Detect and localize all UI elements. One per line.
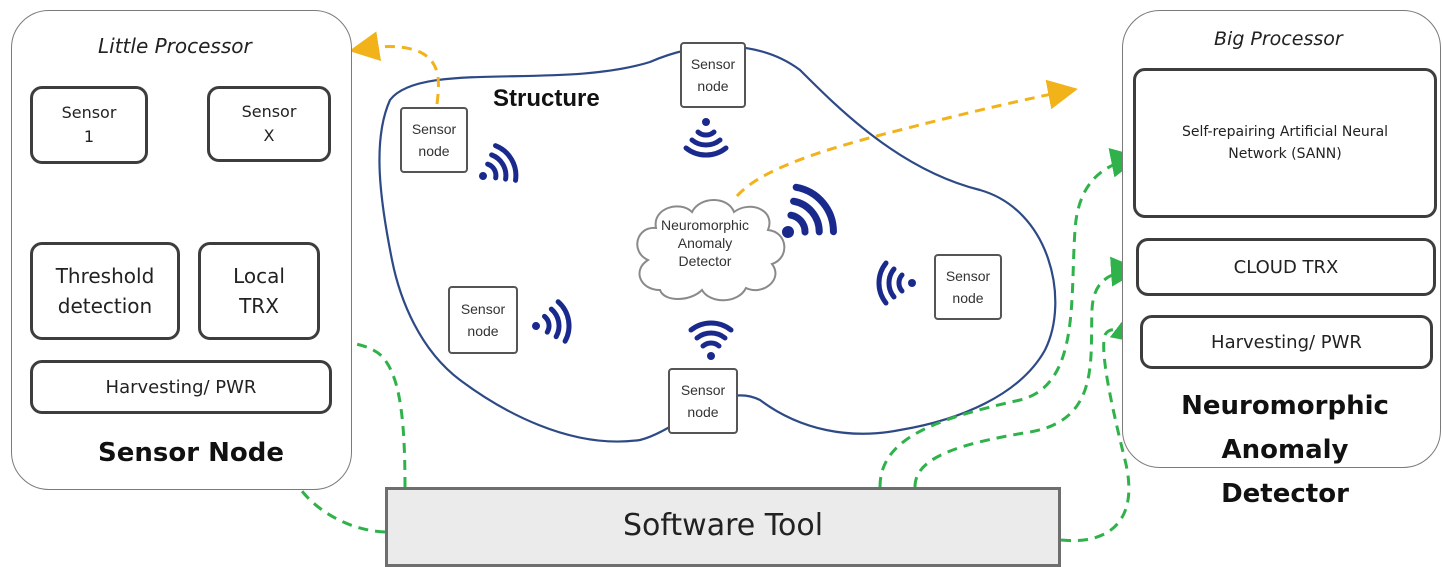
big-processor-title: Big Processor (1214, 28, 1343, 50)
local-trx-box: Local TRX (198, 242, 320, 340)
sensor-x-box: Sensor X (207, 86, 331, 162)
structure-label: Structure (493, 85, 600, 112)
green-arrow-to-sann (878, 148, 1141, 488)
yellow-arrow-to-little (349, 31, 440, 105)
sensor-node-top-left: Sensor node (400, 107, 468, 173)
threshold-detection-box: Threshold detection (30, 242, 180, 340)
wifi-icon-top (683, 118, 729, 158)
wifi-icon-lower-left (532, 299, 572, 344)
sann-box: Self-repairing Artificial Neural Network… (1133, 68, 1437, 218)
cloud-detector-label: Neuromorphic Anomaly Detector (661, 217, 749, 269)
sensor-node-bottom: Sensor node (668, 368, 738, 434)
detector-harvesting-box: Harvesting/ PWR (1140, 315, 1433, 369)
sensor-node-lower-left: Sensor node (448, 286, 518, 354)
yellow-arrow-to-big (735, 79, 1078, 197)
wifi-icon-bottom (688, 320, 734, 360)
green-arrow-to-harvest (1060, 313, 1143, 543)
little-processor-title: Little Processor (98, 34, 252, 58)
sensor-node-top: Sensor node (680, 42, 746, 108)
sensor-node-right: Sensor node (934, 254, 1002, 320)
cloud-shape (636, 199, 786, 302)
sensor-1-box: Sensor 1 (30, 86, 148, 164)
cloud-trx-box: CLOUD TRX (1136, 238, 1436, 296)
diagram-connectors (57, 31, 1143, 543)
green-arrow-to-threshold (170, 332, 407, 488)
wifi-icon-left (479, 143, 519, 183)
detector-label: Neuromorphic Anomaly Detector (1181, 391, 1389, 509)
wifi-icon-center (782, 183, 837, 238)
wifi-icon-right (876, 260, 916, 306)
sensor-node-label: Sensor Node (98, 438, 284, 468)
green-arrow-to-cloud (913, 256, 1141, 488)
sensor-harvesting-box: Harvesting/ PWR (30, 360, 332, 414)
software-tool-box: Software Tool (385, 487, 1061, 567)
